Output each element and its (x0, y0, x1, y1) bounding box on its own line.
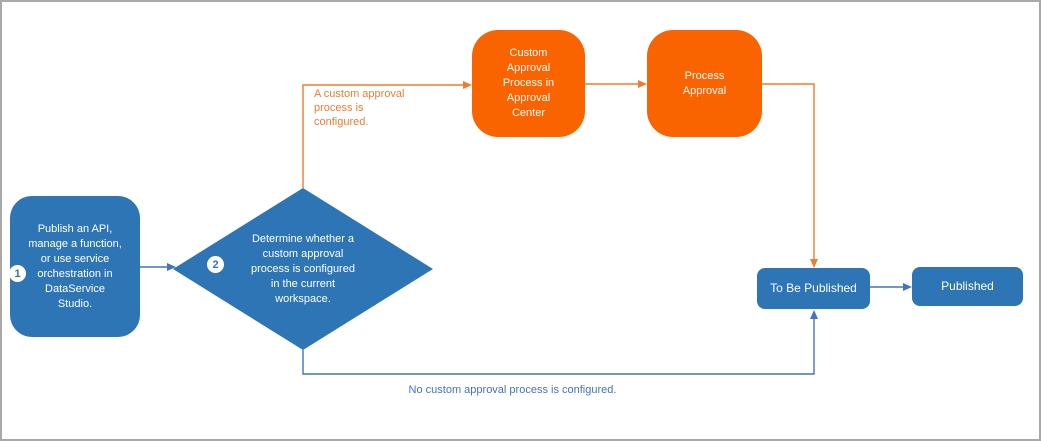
edge-start-to-decision (140, 263, 176, 271)
node-process-approval-label: Process Approval (682, 69, 727, 97)
edge-to-be-published-to-published (870, 283, 912, 291)
edge-custom-approval-to-process-approval (585, 80, 647, 88)
edge-label-no-custom-configured: No custom approval process is configured… (408, 384, 617, 396)
node-start-label: Publish an API, manage a function, or us… (28, 222, 122, 310)
node-decision-label: Determine whether a custom approval proc… (251, 232, 355, 305)
node-custom-approval-process: Custom Approval Process in Approval Cent… (472, 30, 585, 137)
node-process-approval: Process Approval (647, 30, 762, 137)
step-1-badge: 1 (9, 265, 26, 282)
edge-decision-to-to-be-published (302, 310, 818, 375)
edge-process-approval-to-to-be-published (762, 83, 818, 268)
node-start-publish: Publish an API, manage a function, or us… (10, 196, 140, 337)
node-custom-approval-label: Custom Approval Process in Approval Cent… (502, 47, 555, 119)
node-to-be-published: To Be Published (757, 268, 870, 309)
edge-label-custom-configured: A custom approval process is configured. (314, 88, 405, 128)
edge-decision-to-custom-approval (302, 81, 472, 188)
node-published: Published (912, 267, 1023, 306)
step-2-badge: 2 (207, 256, 224, 273)
node-to-be-published-label: To Be Published (770, 281, 857, 295)
node-published-label: Published (941, 279, 994, 293)
